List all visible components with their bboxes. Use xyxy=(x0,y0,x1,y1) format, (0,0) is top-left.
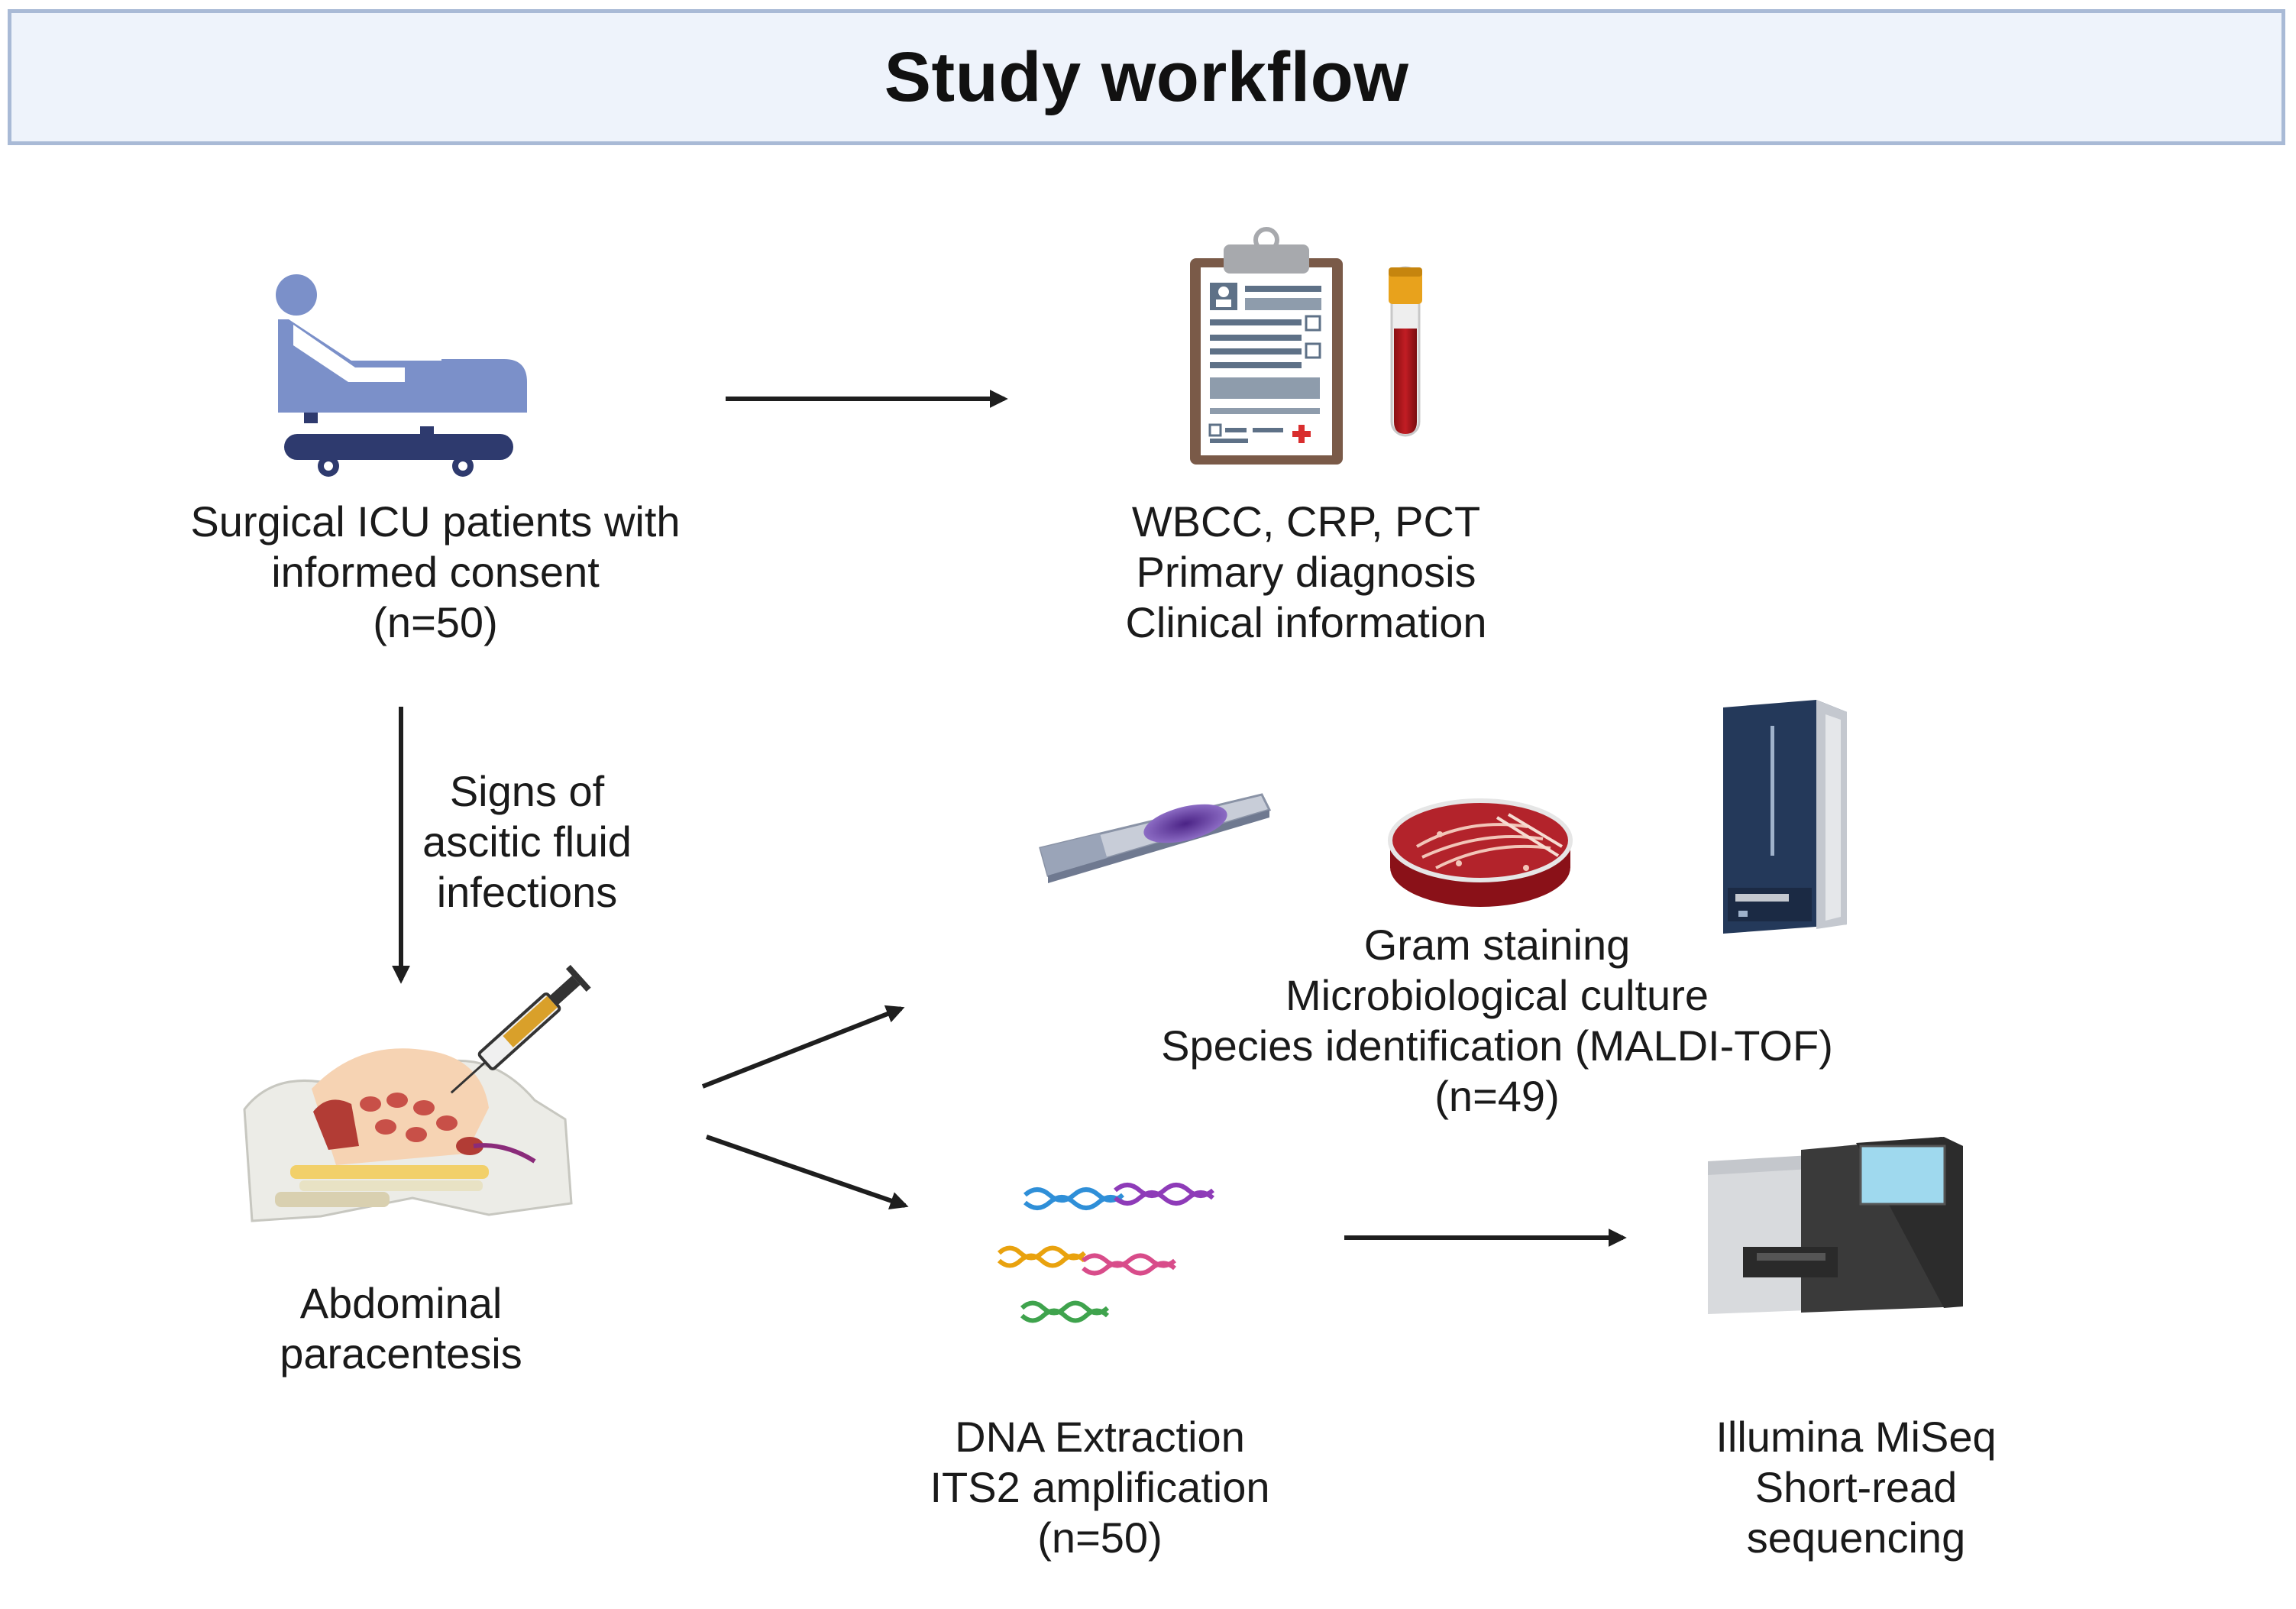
sequencing-label: Illumina MiSeq Short-read sequencing xyxy=(1635,1412,2078,1563)
arrow-paracentesis-to-culture xyxy=(701,1005,905,1089)
paracentesis-line-1: Abdominal xyxy=(299,1279,503,1327)
blood-sample-tube-icon xyxy=(1389,266,1422,437)
dna-line-3: (n=50) xyxy=(1037,1513,1163,1562)
hospital-bed-patient-icon xyxy=(276,274,527,477)
culture-line-3: Species identification (MALDI-TOF) xyxy=(1161,1021,1833,1070)
patients-label: Surgical ICU patients with informed cons… xyxy=(145,497,726,648)
dna-line-1: DNA Extraction xyxy=(955,1413,1245,1461)
clinical-line-3: Clinical information xyxy=(1125,598,1487,646)
signs-label: Signs of ascitic fluid infections xyxy=(382,766,672,918)
culture-label: Gram staining Microbiological culture Sp… xyxy=(1115,920,1879,1122)
title-banner: Study workflow xyxy=(8,9,2285,145)
signs-line-3: infections xyxy=(436,868,618,916)
sequencing-line-3: sequencing xyxy=(1746,1513,1966,1562)
culture-line-1: Gram staining xyxy=(1363,921,1631,969)
clinical-line-1: WBCC, CRP, PCT xyxy=(1131,497,1481,546)
signs-line-1: Signs of xyxy=(449,767,605,815)
signs-line-2: ascitic fluid xyxy=(422,817,632,866)
sequencing-line-2: Short-read xyxy=(1754,1463,1958,1511)
clinical-label: WBCC, CRP, PCT Primary diagnosis Clinica… xyxy=(1039,497,1573,648)
paracentesis-line-2: paracentesis xyxy=(280,1329,522,1378)
sequencing-line-1: Illumina MiSeq xyxy=(1716,1413,1997,1461)
patients-line-3: (n=50) xyxy=(373,598,498,646)
abdominal-paracentesis-icon xyxy=(243,964,591,1222)
maldi-tof-instrument-icon xyxy=(1723,700,1847,934)
petri-dish-culture-icon xyxy=(1388,798,1573,907)
clinical-line-2: Primary diagnosis xyxy=(1136,548,1476,596)
patients-line-2: informed consent xyxy=(271,548,600,596)
paracentesis-label: Abdominal paracentesis xyxy=(229,1278,573,1379)
dna-line-2: ITS2 amplification xyxy=(930,1463,1270,1511)
diagram-title: Study workflow xyxy=(884,37,1409,116)
illumina-sequencer-icon xyxy=(1708,1137,1963,1314)
dna-label: DNA Extraction ITS2 amplification (n=50) xyxy=(871,1412,1329,1563)
dna-strands-icon xyxy=(997,1183,1214,1323)
culture-line-4: (n=49) xyxy=(1434,1072,1560,1120)
patients-line-1: Surgical ICU patients with xyxy=(190,497,681,546)
medical-record-clipboard-icon xyxy=(1190,227,1343,465)
gram-stain-slide-icon xyxy=(1039,793,1272,883)
culture-line-2: Microbiological culture xyxy=(1285,971,1709,1019)
arrow-paracentesis-to-dna xyxy=(706,1135,909,1210)
